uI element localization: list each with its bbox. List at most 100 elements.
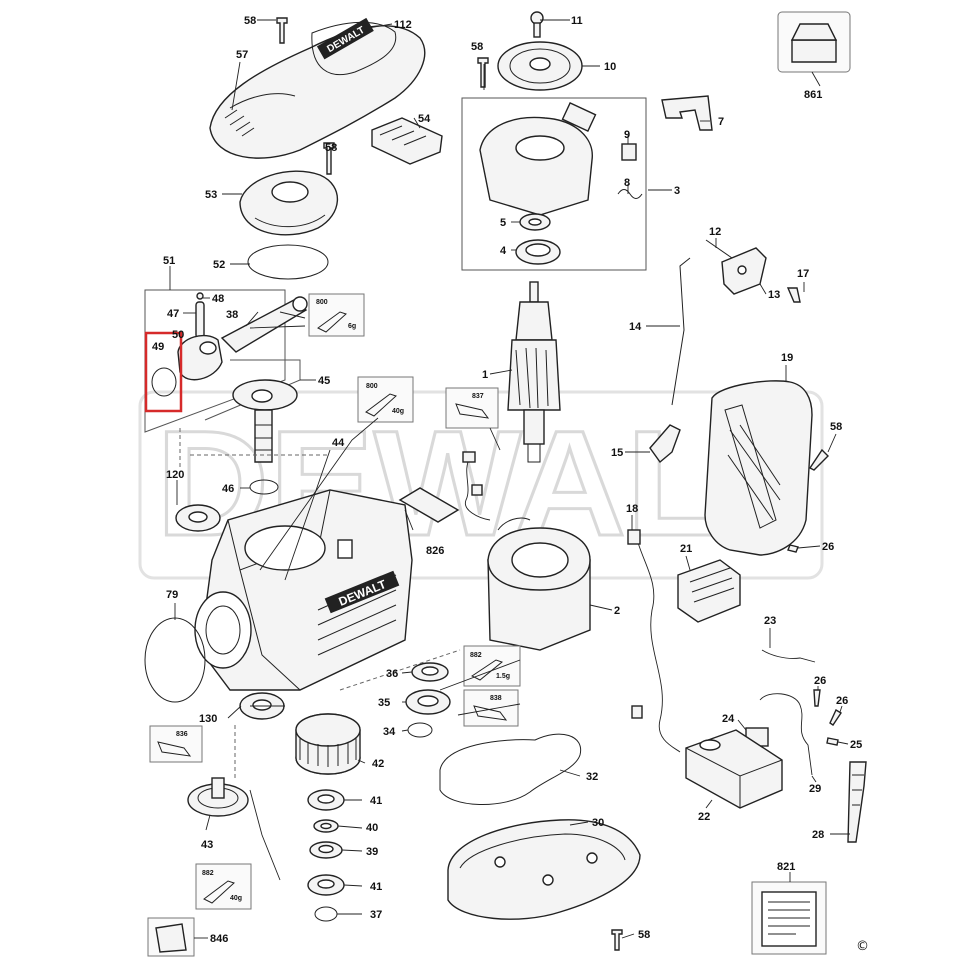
label-43: 43 [201,839,213,851]
part-46-o-ring [249,479,279,495]
part-12-pin [705,239,733,259]
part-821-manual [751,881,827,955]
part-37-circlip [314,906,338,922]
part-58-screw-mid [323,142,335,175]
grease-kit-882-40g: 882 40g [195,863,252,910]
label-10: 10 [604,61,616,73]
part-26-screw-handle [787,544,799,553]
part-49-o-ring [151,367,177,397]
label-3: 3 [674,185,680,197]
label-44: 44 [332,437,345,449]
wire-harness-center [462,451,491,521]
label-58: 58 [471,41,483,53]
label-37: 37 [370,909,382,921]
part-17-screw [786,287,801,303]
part-26-screw-2 [829,708,842,726]
part-58-screw-top [276,17,288,44]
label-4: 4 [500,245,507,257]
grease-kit-amount: 6g [348,323,356,330]
grease-kit-code: 836 [176,731,188,738]
label-48: 48 [212,293,224,305]
part-3-brush-holder [479,101,597,216]
label-58: 58 [638,929,650,941]
grease-kit-837: 837 [445,387,499,429]
copyright-symbol: © [856,939,869,954]
part-58-screw-bottom [611,929,623,951]
label-29: 29 [809,783,821,795]
part-2-field-stator [487,517,591,651]
label-21: 21 [680,543,692,555]
label-5: 5 [500,217,506,229]
label-41: 41 [370,795,382,807]
label-2: 2 [614,605,620,617]
part-22-switch [685,729,783,809]
label-79: 79 [166,589,178,601]
part-29-wire [759,693,813,776]
part-7-clip [661,95,713,131]
label-12: 12 [709,226,721,238]
label-51: 51 [163,255,175,267]
label-26: 26 [814,675,826,687]
label-18: 18 [626,503,638,515]
label-36: 36 [386,668,398,680]
grease-kit-code: 800 [366,383,378,390]
leader-lines [169,19,850,939]
label-47: 47 [167,308,179,320]
label-54: 54 [418,113,431,125]
label-58: 58 [325,142,337,154]
part-labels: 58 112 57 54 58 53 52 51 48 47 38 50 49 … [152,15,862,945]
label-34: 34 [383,726,396,738]
label-26: 26 [822,541,834,553]
label-58: 58 [830,421,842,433]
part-35-bearing [405,689,451,715]
part-58-screw-handle [808,448,829,471]
label-41: 41 [370,881,382,893]
label-120: 120 [166,469,184,481]
part-3-brush-assembly-frame [461,97,647,271]
part-4-bearing [515,239,561,265]
part-47-pin [195,301,205,339]
grease-kit-800-6g: 800 6g [308,293,365,337]
part-48-screw [196,292,204,300]
label-57: 57 [236,49,248,61]
label-826: 826 [426,545,444,557]
part-44-gear-housing [194,489,413,691]
label-39: 39 [366,846,378,858]
label-846: 846 [210,933,228,945]
label-32: 32 [586,771,598,783]
grease-kit-838: 838 [463,689,519,727]
label-40: 40 [366,822,378,834]
part-57-gear-cover [209,21,426,159]
part-13-lock-button [721,247,767,295]
part-79-o-ring [144,617,206,703]
label-49: 49 [152,341,164,353]
label-15: 15 [611,447,623,459]
part-25-screw [826,737,839,746]
part-50-crank [177,334,223,381]
part-28-cable-guard [847,761,867,843]
label-24: 24 [722,713,735,725]
part-846-kit-bag [147,917,195,957]
label-50: 50 [172,329,184,341]
label-58: 58 [244,15,256,27]
part-14-rod [671,257,691,406]
part-34-circlip [407,722,433,738]
part-21-switch-bracket [677,559,741,623]
part-11-screw [530,11,544,38]
label-821: 821 [777,861,795,873]
part-32-gasket [439,733,582,806]
label-14: 14 [629,321,642,333]
part-42-gear [295,713,361,775]
part-26-screw-1 [813,689,821,707]
label-28: 28 [812,829,824,841]
part-52-o-ring [247,244,329,280]
dashed-guides [179,428,461,780]
label-22: 22 [698,811,710,823]
part-43-gear [187,777,249,817]
part-58-screw-fan [477,57,489,88]
label-19: 19 [781,352,793,364]
label-13: 13 [768,289,780,301]
label-52: 52 [213,259,225,271]
label-46: 46 [222,483,234,495]
